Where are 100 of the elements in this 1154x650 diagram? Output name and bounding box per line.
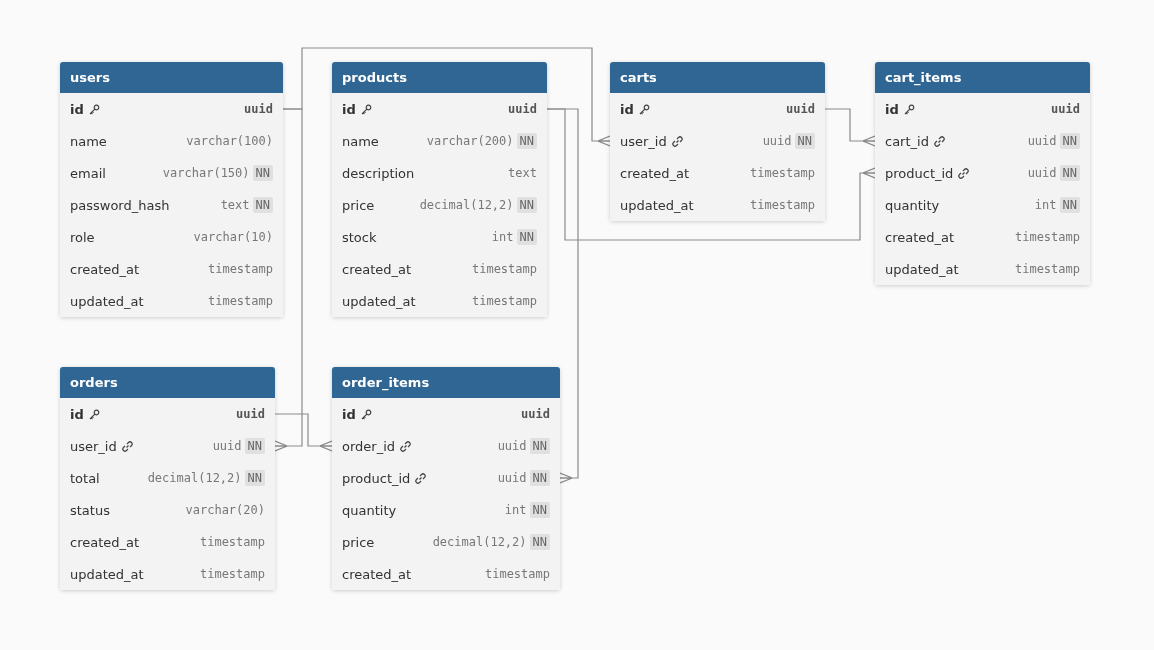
constraint-badge: NN — [529, 470, 550, 486]
constraint-badge: NN — [252, 165, 273, 181]
column-type: timestamp — [199, 567, 265, 581]
column-name: updated_at — [342, 293, 416, 309]
column-type: varchar(150) — [162, 166, 250, 180]
table-row — [875, 253, 1090, 285]
column-type: varchar(10) — [193, 230, 273, 244]
column-type: timestamp — [1014, 262, 1080, 276]
table-row — [332, 558, 560, 590]
column-type: timestamp — [471, 294, 537, 308]
column-name: stock — [342, 229, 377, 245]
column-type: timestamp — [471, 262, 537, 276]
table-row — [332, 398, 560, 430]
constraint-badge: NN — [244, 470, 265, 486]
column-type: uuid — [521, 407, 550, 421]
column-name: user_id — [620, 133, 667, 149]
column-name: created_at — [620, 165, 690, 181]
table-row — [332, 93, 547, 125]
column-type: uuid — [244, 102, 273, 116]
table-card — [332, 367, 560, 590]
constraint-badge: NN — [529, 502, 550, 518]
column-name: email — [70, 165, 106, 181]
column-type: decimal(12,2) — [419, 198, 514, 212]
column-name: user_id — [70, 438, 117, 454]
column-name: description — [342, 165, 415, 181]
column-type: int — [1034, 198, 1057, 212]
column-name: order_id — [342, 438, 396, 454]
column-name: id — [342, 406, 356, 422]
column-type: uuid — [497, 439, 527, 453]
table-card — [60, 62, 283, 317]
column-name: role — [70, 229, 95, 245]
column-type: varchar(100) — [186, 134, 273, 148]
column-name: status — [70, 502, 110, 518]
table-row — [60, 285, 283, 317]
column-type: uuid — [497, 471, 527, 485]
column-type: timestamp — [199, 535, 265, 549]
column-type: timestamp — [484, 567, 550, 581]
column-type: int — [491, 230, 514, 244]
table-header: cart_items — [875, 62, 1090, 93]
constraint-badge: NN — [244, 438, 265, 454]
column-name: quantity — [885, 197, 940, 213]
column-type: uuid — [1051, 102, 1080, 116]
table-row — [610, 93, 825, 125]
constraint-badge: NN — [529, 438, 550, 454]
column-name: created_at — [342, 261, 412, 277]
table-header: orders — [60, 367, 275, 398]
column-type: uuid — [1027, 166, 1057, 180]
column-type: decimal(12,2) — [147, 471, 242, 485]
constraint-badge: NN — [794, 133, 815, 149]
column-name: price — [342, 534, 375, 550]
column-type: timestamp — [1014, 230, 1080, 244]
constraint-badge: NN — [529, 534, 550, 550]
column-type: uuid — [212, 439, 242, 453]
column-type: varchar(20) — [185, 503, 265, 517]
table-row — [332, 285, 547, 317]
column-name: updated_at — [70, 293, 144, 309]
table-card — [332, 62, 547, 317]
table-row — [60, 93, 283, 125]
constraint-badge: NN — [252, 197, 273, 213]
column-name: price — [342, 197, 375, 213]
column-type: timestamp — [749, 166, 815, 180]
column-name: name — [342, 133, 379, 149]
table-card — [60, 367, 275, 590]
column-name: id — [620, 101, 634, 117]
table-row — [60, 558, 275, 590]
table-header: users — [60, 62, 283, 93]
column-type: uuid — [1027, 134, 1057, 148]
column-type: uuid — [236, 407, 265, 421]
column-name: updated_at — [885, 261, 959, 277]
column-type: uuid — [508, 102, 537, 116]
column-name: updated_at — [70, 566, 144, 582]
column-type: timestamp — [207, 262, 273, 276]
column-name: id — [70, 406, 84, 422]
constraint-badge: NN — [516, 229, 537, 245]
column-name: total — [70, 470, 100, 486]
column-type: text — [508, 166, 537, 180]
column-type: uuid — [762, 134, 792, 148]
table-header: order_items — [332, 367, 560, 398]
column-type: timestamp — [207, 294, 273, 308]
column-name: quantity — [342, 502, 397, 518]
column-type: uuid — [786, 102, 815, 116]
column-name: name — [70, 133, 107, 149]
table-row — [60, 398, 275, 430]
constraint-badge: NN — [516, 133, 537, 149]
column-name: id — [885, 101, 899, 117]
table-card — [610, 62, 825, 221]
column-name: created_at — [70, 261, 140, 277]
column-type: timestamp — [749, 198, 815, 212]
column-type: decimal(12,2) — [432, 535, 527, 549]
column-name: product_id — [885, 165, 954, 181]
column-type: text — [220, 198, 250, 212]
constraint-badge: NN — [516, 197, 537, 213]
table-header: carts — [610, 62, 825, 93]
column-type: int — [504, 503, 527, 517]
column-name: product_id — [342, 470, 411, 486]
table-header: products — [332, 62, 547, 93]
column-name: id — [342, 101, 356, 117]
column-name: password_hash — [70, 197, 170, 213]
column-name: id — [70, 101, 84, 117]
constraint-badge: NN — [1059, 197, 1080, 213]
